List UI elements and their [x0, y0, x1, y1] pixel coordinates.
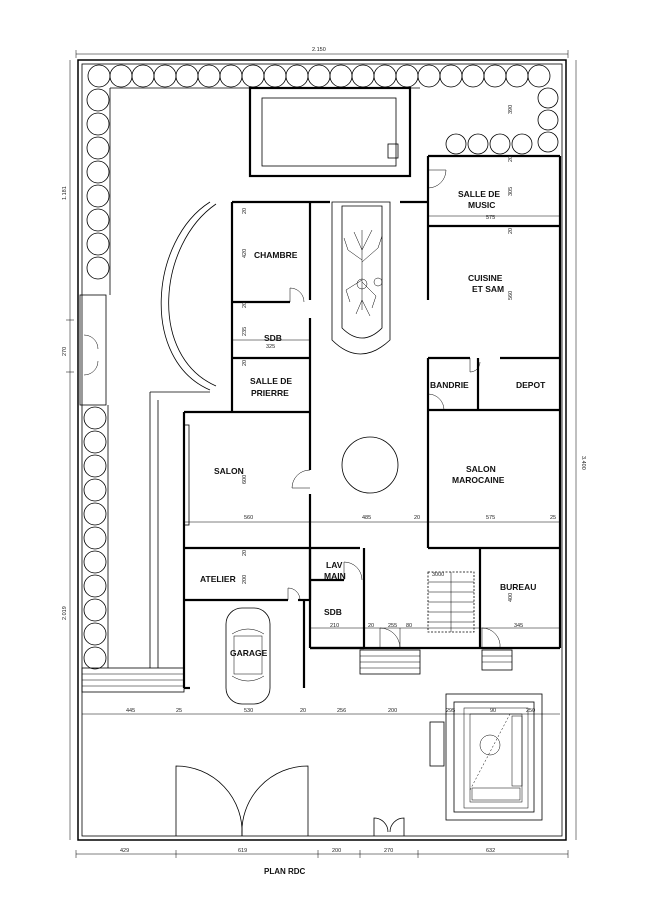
dimension-right: 3.400	[575, 60, 586, 840]
room-cuisine-line2: ET SAM	[472, 284, 504, 294]
room-priere-line2: PRIERRE	[251, 388, 289, 398]
front-gate	[175, 765, 405, 837]
dim-ch-2: 20	[242, 302, 248, 308]
dim-bottom-1: 619	[238, 848, 247, 854]
dim-ch-5: 325	[266, 344, 275, 350]
dim-music-1: 20	[508, 156, 514, 162]
boundary-wall	[77, 59, 567, 841]
dimension-salon-row: 560 485 20 575 25	[244, 515, 556, 521]
dim-low-2: 255	[388, 623, 397, 629]
staircase: 3000	[427, 571, 475, 633]
dim-low-1: 20	[368, 623, 374, 629]
dim-salon-3: 575	[486, 515, 495, 521]
hedge-top	[87, 64, 551, 88]
dim-bureau-1: 345	[514, 623, 523, 629]
dim-mid-6: 295	[446, 708, 455, 714]
hedge-right	[445, 87, 559, 155]
dim-cuisine: 560	[508, 291, 514, 300]
dim-music-4: 20	[508, 228, 514, 234]
entrance-steps	[81, 649, 513, 693]
dim-atelier: 200	[242, 575, 248, 584]
room-bandrie: BANDRIE	[430, 380, 469, 390]
dim-left-2: 270	[62, 347, 68, 356]
tree-planter	[331, 201, 391, 355]
dim-bottom-3: 270	[384, 848, 393, 854]
dim-salon-2: 20	[414, 515, 420, 521]
dim-mid-5: 200	[388, 708, 397, 714]
dim-low-3: 80	[406, 623, 412, 629]
room-garage: GARAGE	[230, 648, 268, 658]
dim-ch-1: 420	[242, 249, 248, 258]
dim-salon-v1: 20	[242, 550, 248, 556]
hedge-left-lower	[83, 406, 107, 670]
room-labels: CHAMBRE SDB SALLE DE PRIERRE SALON ATELI…	[200, 189, 546, 658]
room-atelier: ATELIER	[200, 574, 236, 584]
plan-title: PLAN RDC	[264, 867, 306, 876]
doors	[287, 169, 501, 649]
room-lav-line2: MAIN	[324, 571, 346, 581]
room-music-line1: SALLE DE	[458, 189, 500, 199]
dimension-mid: 445 25 530 20 256 200 295 90 250	[82, 708, 560, 715]
dim-mid-3: 20	[300, 708, 306, 714]
room-salon: SALON	[214, 466, 244, 476]
dim-salon-4: 25	[550, 515, 556, 521]
tree-icon	[343, 229, 383, 317]
swimming-pool	[248, 86, 412, 178]
dim-mid-7: 90	[490, 708, 496, 714]
dim-right-1: 3.400	[580, 456, 586, 470]
dim-top-total: 2.150	[312, 47, 326, 53]
dim-mid-4: 256	[337, 708, 346, 714]
dim-mid-2: 530	[244, 708, 253, 714]
dim-mid-1: 25	[176, 708, 182, 714]
side-gate-left	[79, 294, 107, 406]
dim-bureau-0: 400	[508, 593, 514, 602]
curved-wall	[160, 201, 217, 391]
room-chambre: CHAMBRE	[254, 250, 298, 260]
room-music-line2: MUSIC	[468, 200, 495, 210]
dim-bottom-0: 429	[120, 848, 129, 854]
dim-left-3: 2.019	[62, 606, 68, 620]
dimension-top: 2.150	[75, 47, 569, 58]
dimension-left: 1.181 270 2.019	[62, 60, 74, 840]
room-priere-line1: SALLE DE	[250, 376, 292, 386]
dim-mid-0: 445	[126, 708, 135, 714]
room-sdb-upper: SDB	[264, 333, 282, 343]
dim-salon-v0: 600	[242, 475, 248, 484]
dim-bottom-2: 200	[332, 848, 341, 854]
room-lav-line1: LAV	[326, 560, 343, 570]
dim-left-1: 1.181	[62, 186, 68, 200]
dim-music-3: 575	[486, 215, 495, 221]
dim-low-0: 210	[330, 623, 339, 629]
car-icon	[225, 607, 271, 705]
dim-music-0: 390	[508, 105, 514, 114]
dim-mid-8: 250	[526, 708, 535, 714]
dim-bottom-4: 632	[486, 848, 495, 854]
dim-salon-1: 485	[362, 515, 371, 521]
room-salon-marocaine-line1: SALON	[466, 464, 496, 474]
room-sdb-lower: SDB	[324, 607, 342, 617]
dim-ch-0: 20	[242, 208, 248, 214]
dim-ch-3: 235	[242, 327, 248, 336]
room-cuisine-line1: CUISINE	[468, 273, 503, 283]
dimension-bottom: 429 619 200 270 632	[75, 848, 569, 858]
round-table	[341, 436, 399, 494]
room-salon-marocaine-line2: MAROCAINE	[452, 475, 505, 485]
dim-ch-4: 20	[242, 360, 248, 366]
dimension-interior: 20 420 20 235 20 325 600 20 200 390 20 3…	[242, 105, 560, 629]
room-bureau: BUREAU	[500, 582, 536, 592]
dim-music-2: 305	[508, 187, 514, 196]
hedge-left-upper	[86, 88, 110, 280]
dim-salon-0: 560	[244, 515, 253, 521]
window-salon	[183, 424, 190, 526]
room-depot: DEPOT	[516, 380, 546, 390]
garden-pavilion	[429, 693, 543, 821]
dim-stairs: 3000	[432, 572, 444, 578]
